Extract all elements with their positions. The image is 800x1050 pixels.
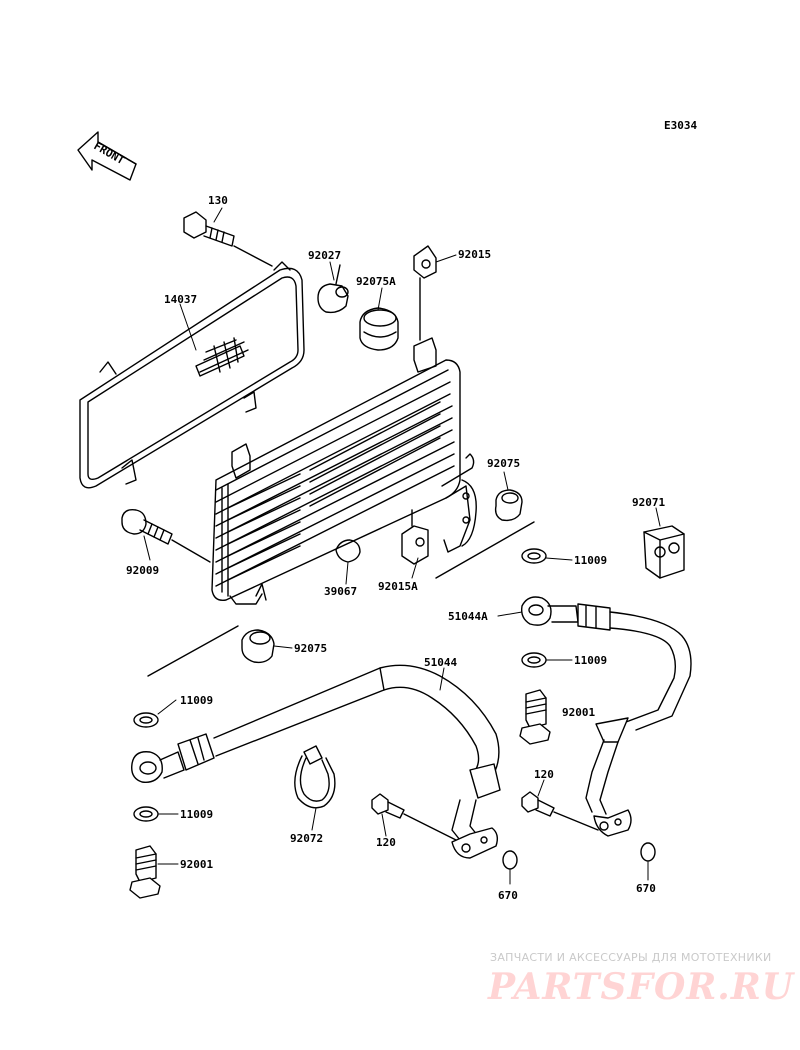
callout-130: 130: [208, 194, 228, 207]
callout-670-mid: 670: [498, 889, 518, 902]
callout-92027: 92027: [308, 249, 341, 262]
washer-11009-d-icon: [133, 806, 159, 822]
hose-51044A-icon: [520, 596, 692, 837]
watermark-subtitle: ЗАПЧАСТИ И АКСЕССУАРЫ ДЛЯ МОТОТЕХНИКИ: [490, 951, 772, 964]
grommet-92075-lower-icon: [147, 625, 275, 677]
clamp-92072-icon: [294, 745, 336, 809]
callout-11009-d: 11009: [180, 808, 213, 821]
callout-92075-lower: 92075: [294, 642, 327, 655]
callout-51044: 51044: [424, 656, 457, 669]
bolt-92001-right-icon: [519, 689, 551, 745]
callout-92072: 92072: [290, 832, 323, 845]
holder-92071-icon: [643, 525, 685, 579]
o-ring-670-right-icon: [640, 842, 656, 862]
grommet-92075-upper-icon: [494, 489, 523, 522]
callout-92071: 92071: [632, 496, 665, 509]
callout-92075-upper: 92075: [487, 457, 520, 470]
callout-39067: 39067: [324, 585, 357, 598]
oil-cooler-39067-icon: [211, 337, 477, 605]
front-arrow-icon: [77, 131, 137, 181]
grommet-92027-icon: [317, 264, 349, 314]
callout-92015A: 92015A: [378, 580, 418, 593]
o-ring-670-mid-icon: [502, 850, 518, 870]
hose-51044-icon: [131, 664, 501, 859]
watermark-logo: PARTSFOR.RU: [488, 966, 795, 1008]
bolt-120-right-icon: [521, 791, 599, 831]
bolt-92001-left-icon: [129, 845, 161, 899]
callout-11009-c: 11009: [180, 694, 213, 707]
bolt-130-icon: [183, 211, 273, 267]
diagram-code: E3034: [664, 119, 697, 132]
screen-14037-icon: [79, 261, 305, 489]
washer-11009-b-icon: [521, 652, 547, 668]
callout-92009: 92009: [126, 564, 159, 577]
callout-670-right: 670: [636, 882, 656, 895]
callout-11009-b: 11009: [574, 654, 607, 667]
callout-92001-left: 92001: [180, 858, 213, 871]
clip-92015A-icon: [401, 509, 429, 565]
clip-92015-icon: [413, 245, 437, 341]
leader-lines: [143, 207, 661, 885]
damper-92075A-icon: [359, 307, 399, 351]
callout-51044A: 51044A: [448, 610, 488, 623]
callout-120-mid: 120: [376, 836, 396, 849]
callout-14037: 14037: [164, 293, 197, 306]
callout-92001-right: 92001: [562, 706, 595, 719]
callout-120-right: 120: [534, 768, 554, 781]
callout-92015: 92015: [458, 248, 491, 261]
callout-92075A: 92075A: [356, 275, 396, 288]
bolt-120-mid-icon: [371, 793, 457, 841]
bolt-92009-icon: [121, 508, 211, 563]
callout-11009-a: 11009: [574, 554, 607, 567]
washer-11009-a-icon: [435, 521, 547, 579]
washer-11009-c-icon: [133, 712, 159, 728]
